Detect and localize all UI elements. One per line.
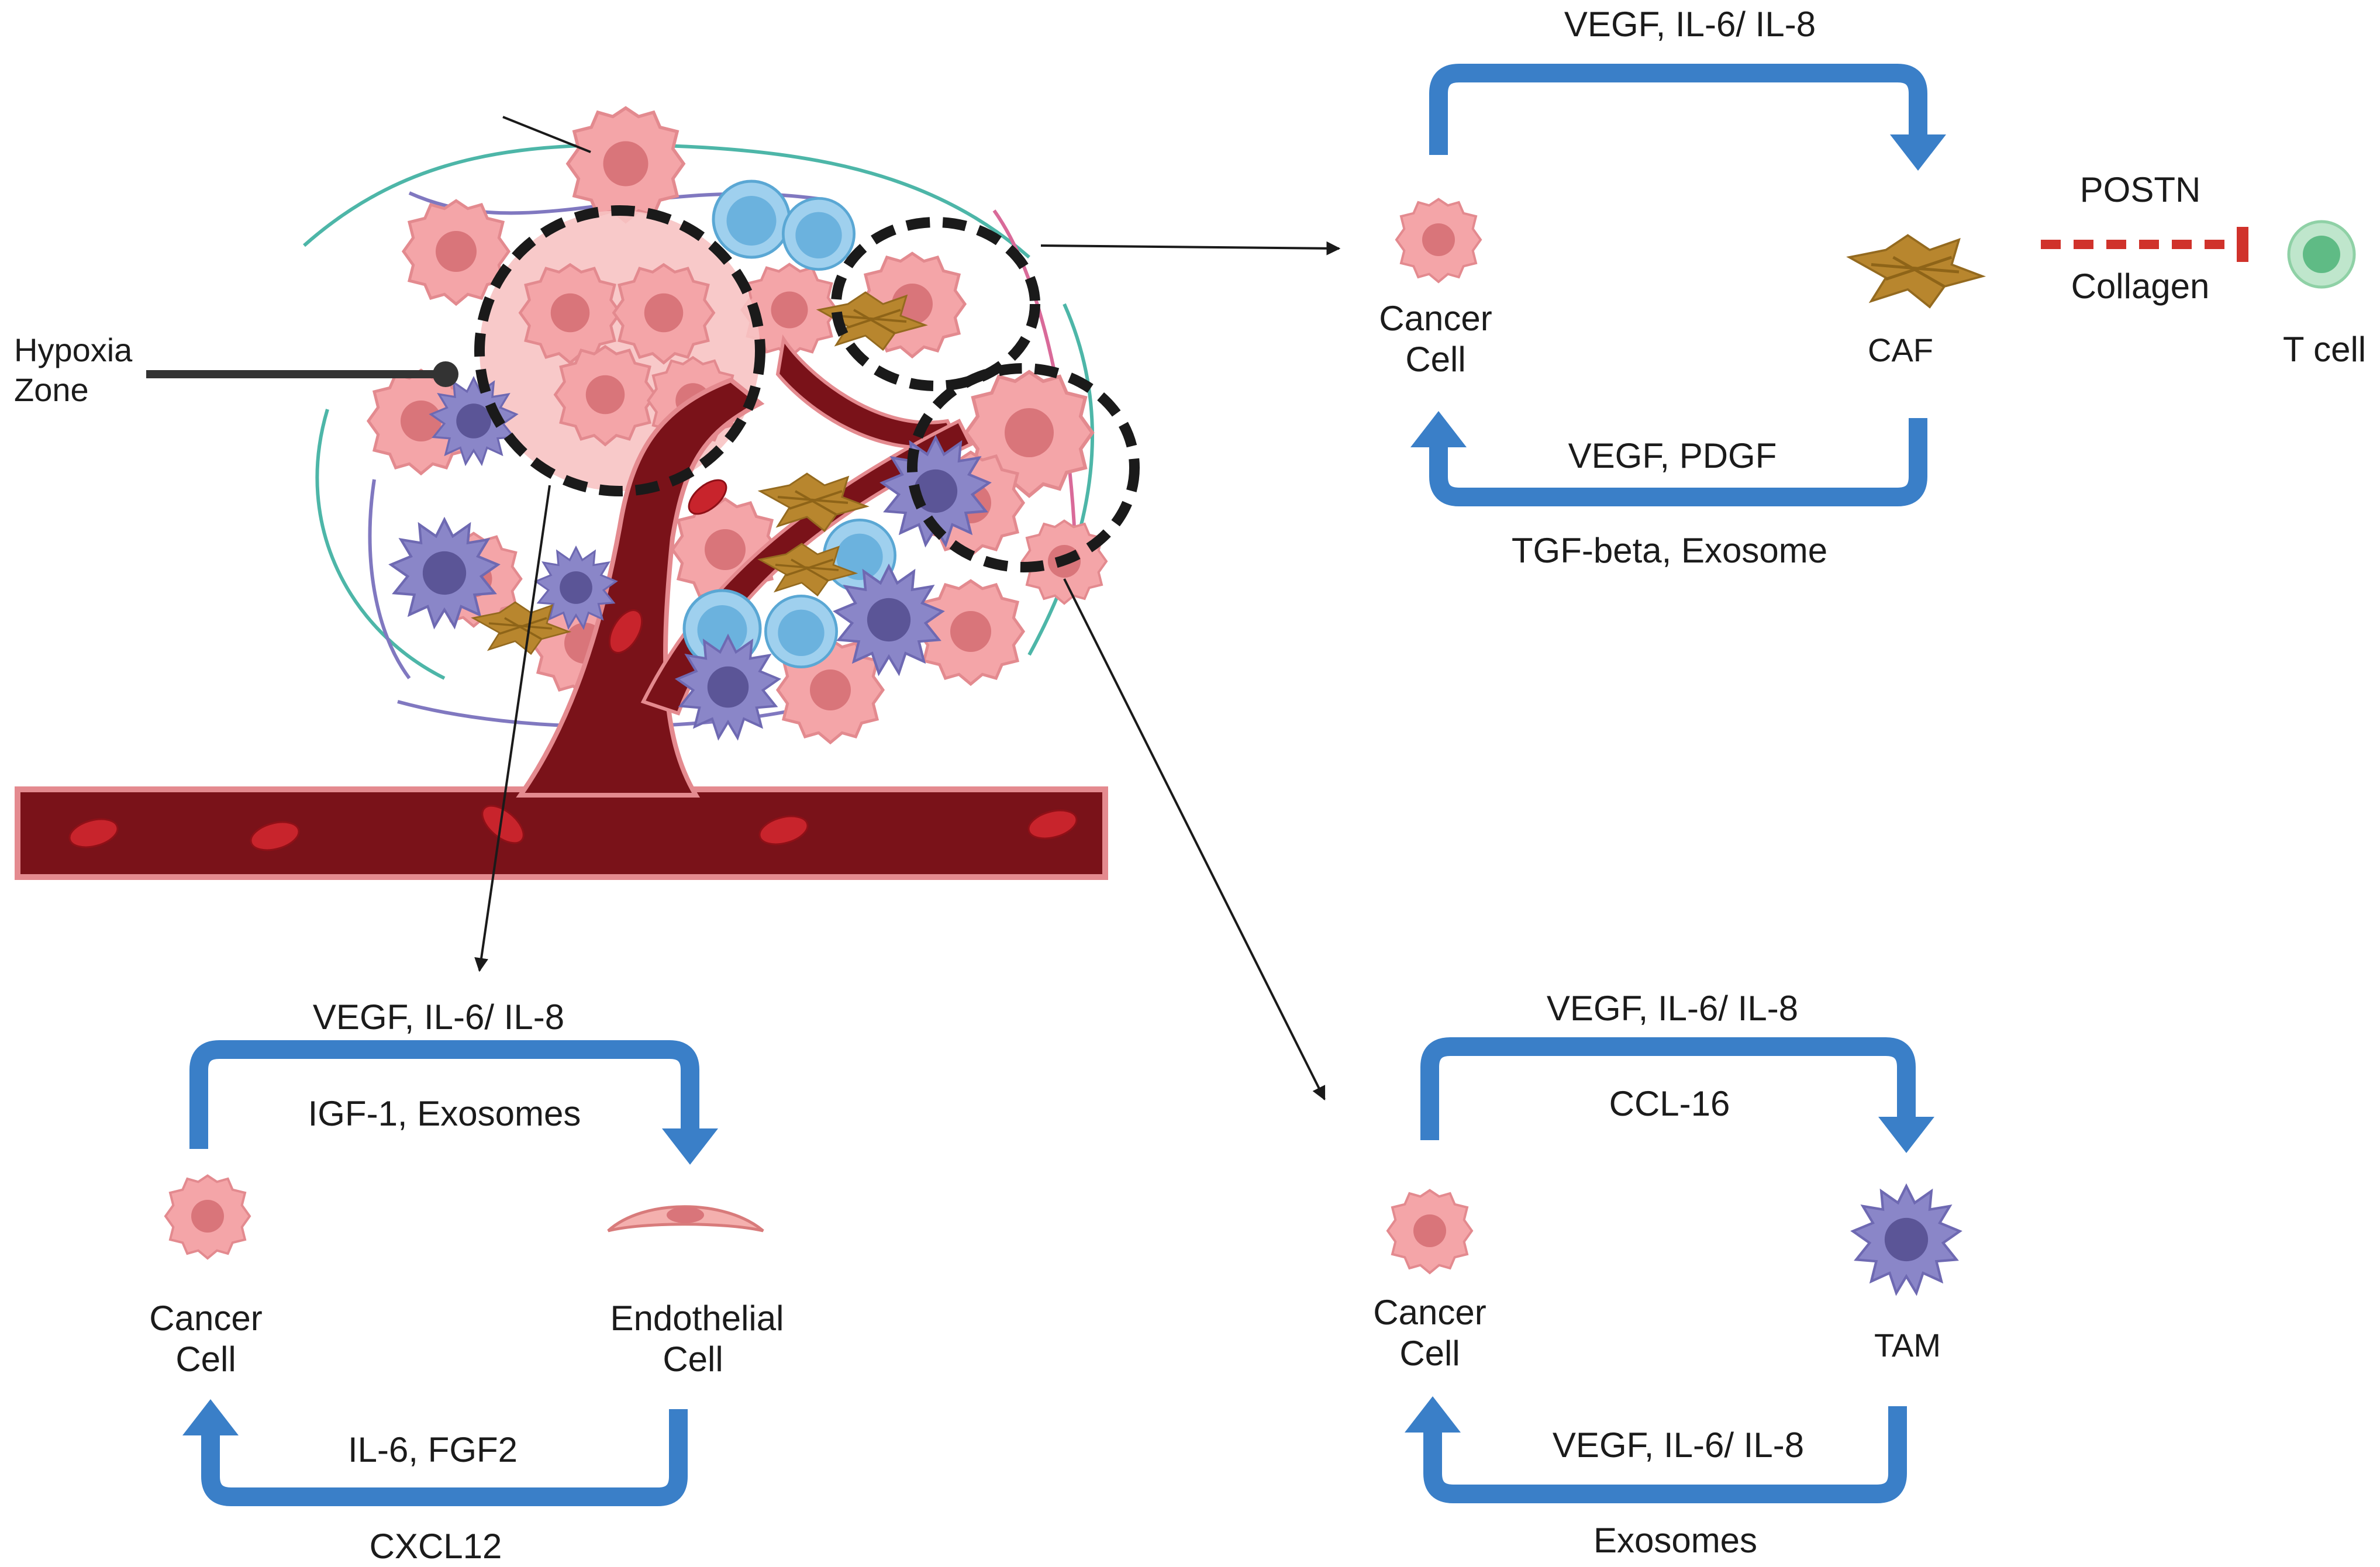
callout-arrows: [474, 241, 1341, 1101]
tam-loop-top-arrow: [1420, 1037, 1934, 1153]
blood-vessel: [15, 334, 1108, 880]
endo-panel-cancer-label-line2: Cell: [175, 1340, 236, 1379]
endo-bottom-arrow-inner-label: IL-6, FGF2: [348, 1430, 518, 1469]
endothelial-panel: VEGF, IL-6/ IL-8 IGF-1, Exosomes Cancer …: [149, 998, 784, 1566]
caf-bottom-arrow-outer-label: TGF-beta, Exosome: [1512, 531, 1827, 570]
caf-loop-bottom-arrow: [1410, 411, 1927, 506]
arrow-to-endothelial-panel: [474, 485, 551, 972]
caf-panel-cancer-cell: [1395, 198, 1482, 283]
caf-panel-cancer-label-line2: Cell: [1405, 340, 1465, 379]
tam-top-arrow-outer-label: VEGF, IL-6/ IL-8: [1547, 989, 1798, 1028]
hypoxia-pointer-dot: [433, 361, 458, 387]
t-cell-label: T cell: [2283, 330, 2366, 369]
endo-loop-bottom-arrow: [182, 1399, 688, 1506]
caf-loop-top-arrow: [1429, 64, 1946, 171]
endothelial-cell-icon: [607, 1205, 764, 1233]
tam-panel-cancer-label-line2: Cell: [1399, 1334, 1460, 1373]
red-blood-cells: [68, 479, 1078, 851]
endo-panel-cancer-label-line1: Cancer: [149, 1299, 262, 1338]
caf-label: CAF: [1868, 332, 1933, 368]
endo-top-arrow-outer-label: VEGF, IL-6/ IL-8: [313, 998, 564, 1037]
tam-cell-icon: [1853, 1186, 1960, 1293]
endo-loop-top-arrow: [189, 1040, 718, 1165]
inhibition-top-label: POSTN: [2080, 170, 2201, 209]
caf-top-arrow-label: VEGF, IL-6/ IL-8: [1564, 5, 1816, 44]
tam-panel-cancer-label-line1: Cancer: [1373, 1293, 1486, 1332]
arrow-to-caf-panel: [1040, 241, 1341, 256]
caf-panel-cancer-label-line1: Cancer: [1379, 299, 1492, 338]
endo-bottom-arrow-outer-label: CXCL12: [370, 1527, 502, 1566]
endo-panel-cancer-cell: [164, 1174, 251, 1259]
hypoxia-label-group: Hypoxia Zone: [14, 332, 458, 408]
hypoxia-label-line1: Hypoxia: [14, 332, 133, 368]
tam-bottom-arrow-outer-label: Exosomes: [1593, 1521, 1757, 1560]
tam-label: TAM: [1874, 1327, 1941, 1364]
tumor-pointer-line: [502, 116, 591, 153]
dashed-zones: [474, 205, 1140, 572]
inhibition-bottom-label: Collagen: [2071, 267, 2210, 306]
tam-loop-bottom-arrow: [1405, 1396, 1907, 1503]
tam-panel-cancer-cell: [1386, 1189, 1473, 1274]
arrow-to-tam-panel: [1063, 578, 1326, 1101]
tam-panel: VEGF, IL-6/ IL-8 CCL-16 Cancer Cell TAM …: [1373, 989, 1960, 1560]
tam-bottom-arrow-inner-label: VEGF, IL-6/ IL-8: [1553, 1426, 1804, 1465]
caf-bottom-arrow-inner-label: VEGF, PDGF: [1568, 436, 1777, 475]
caf-panel: VEGF, IL-6/ IL-8 Cancer Cell CAF POSTN C…: [1379, 5, 2366, 570]
endothelial-label-line2: Cell: [663, 1340, 723, 1379]
endo-top-arrow-inner-label: IGF-1, Exosomes: [308, 1094, 581, 1133]
tam-top-arrow-inner-label: CCL-16: [1609, 1084, 1730, 1123]
hypoxia-label-line2: Zone: [14, 371, 89, 408]
endothelial-label-line1: Endothelial: [610, 1299, 784, 1338]
caf-tcell-inhibition: [2041, 227, 2248, 262]
tumor-illustration: Hypoxia Zone: [14, 108, 1140, 880]
t-cell-icon: [2287, 220, 2356, 289]
caf-cell-icon: [1850, 236, 1983, 308]
